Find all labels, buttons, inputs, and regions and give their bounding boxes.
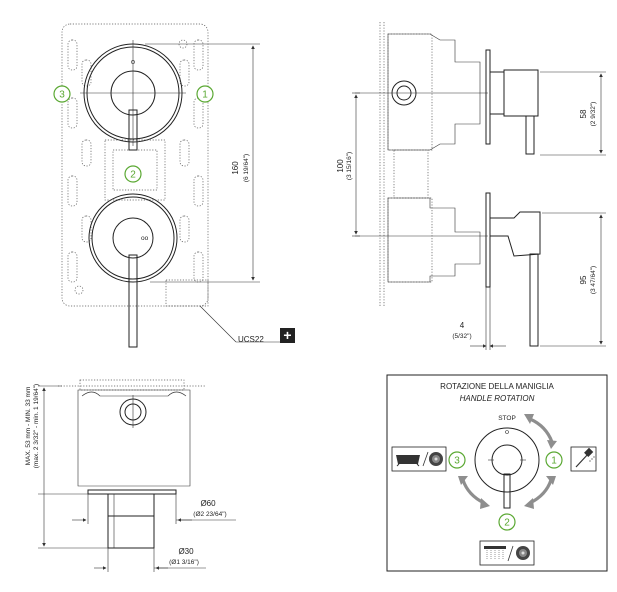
dimension-diam-30: Ø30 (Ø1 3/16") [94, 547, 206, 572]
lower-valve-body [387, 197, 481, 283]
dimension-160: 160 (6 19/64") [145, 43, 260, 283]
front-view: oo 3 2 1 160 (6 19/64") UCS22 [53, 23, 295, 348]
svg-text:58: 58 [579, 109, 588, 118]
rotation-badge-3: 3 [448, 451, 466, 469]
svg-text:MAX. 53 mm - MIN. 33 mm: MAX. 53 mm - MIN. 33 mm [25, 387, 32, 466]
mixer-lever [128, 254, 138, 348]
svg-text:+: + [283, 327, 291, 343]
front-badge-2: 2 [124, 165, 142, 183]
bathtub-icon [396, 455, 420, 467]
svg-text:3: 3 [454, 456, 460, 467]
svg-text:(Ø2 23/64"): (Ø2 23/64") [193, 511, 226, 518]
rotation-box-frame [386, 374, 608, 572]
valve-body-outline [104, 139, 166, 201]
lower-lever [529, 253, 539, 347]
svg-text:Ø30: Ø30 [178, 547, 194, 556]
valve-body-top [77, 389, 191, 487]
svg-text:1: 1 [551, 456, 557, 467]
mixer-knob [112, 217, 154, 259]
svg-text:3: 3 [59, 90, 65, 101]
rotation-badge-2: 2 [498, 513, 516, 531]
rotation-lever [503, 473, 511, 509]
cover-plate-edge [87, 489, 177, 495]
upper-handle [503, 69, 539, 117]
shower-outlet-icon-box [479, 540, 535, 566]
diverter-lever [128, 109, 138, 151]
plus-icon [280, 328, 295, 343]
dimension-100: 100 (3 15/16") [336, 92, 360, 237]
upper-lever [525, 115, 535, 155]
dimension-58: 58 (2 9/32") [540, 71, 606, 156]
rotation-badge-1: 1 [545, 451, 563, 469]
svg-text:100: 100 [336, 159, 345, 173]
aerator-icon [429, 452, 443, 466]
shower-head-icon [484, 546, 506, 560]
rotation-arrow-top-right [524, 414, 557, 449]
hand-shower-icon-box [570, 446, 597, 472]
svg-text:95: 95 [579, 275, 588, 284]
svg-text:2: 2 [130, 170, 136, 181]
front-badge-3: 3 [53, 85, 71, 103]
bath-outlet-icon-box [391, 446, 447, 472]
svg-text:oo: oo [141, 235, 149, 242]
svg-text:(5/32"): (5/32") [452, 333, 471, 340]
rotation-arrow-bottom-right [524, 476, 556, 509]
svg-text:(6 19/64"): (6 19/64") [243, 154, 250, 182]
ucs22-callout: UCS22 + [199, 305, 295, 344]
svg-text:4: 4 [460, 321, 465, 330]
lower-handle [489, 211, 541, 257]
frame-slots-left [67, 39, 92, 283]
rotation-plate [474, 427, 540, 493]
top-view: MAX. 53 mm - MIN. 33 mm (max. 2 3/32" - … [25, 379, 236, 572]
svg-text:(3 47/64"): (3 47/64") [590, 266, 597, 294]
mixer-plate [88, 193, 178, 283]
svg-text:160: 160 [231, 161, 240, 175]
lower-cover-plate [485, 192, 491, 288]
rotation-arrow-bottom-left [458, 476, 490, 509]
stop-label: STOP [498, 415, 516, 422]
svg-text:1: 1 [202, 90, 208, 101]
svg-text:(max. 2 3/32" - min. 1 19/64"): (max. 2 3/32" - min. 1 19/64") [33, 384, 40, 468]
upper-cover-plate [485, 49, 491, 145]
side-view: 100 (3 15/16") 58 (2 9/32") 95 (3 47/64"… [336, 22, 606, 350]
handle-stem [107, 515, 155, 549]
handle-rotation-panel: ROTAZIONE DELLA MANIGLIA HANDLE ROTATION… [386, 374, 608, 572]
svg-text:UCS22: UCS22 [238, 335, 264, 344]
dimension-diam-60: Ø60 (Ø2 23/64") [72, 494, 236, 524]
svg-text:(Ø1 3/16"): (Ø1 3/16") [169, 559, 199, 566]
hand-shower-icon [575, 447, 595, 468]
rotation-subtitle: HANDLE ROTATION [460, 394, 535, 403]
svg-text:2: 2 [504, 518, 510, 529]
depth-dimension: MAX. 53 mm - MIN. 33 mm (max. 2 3/32" - … [25, 384, 108, 549]
mounting-frame [61, 23, 209, 307]
svg-text:(3 15/16"): (3 15/16") [346, 152, 353, 180]
svg-text:Ø60: Ø60 [200, 499, 216, 508]
upper-valve-body [387, 33, 481, 151]
frame-slots-right [179, 39, 204, 283]
rotation-title: ROTAZIONE DELLA MANIGLIA [440, 382, 554, 391]
front-badge-1: 1 [196, 85, 214, 103]
aerator-icon-2 [516, 546, 530, 560]
dimension-95: 95 (3 47/64") [540, 212, 606, 347]
svg-text:(2 9/32"): (2 9/32") [590, 102, 597, 127]
dimension-4: 4 (5/32") [452, 287, 506, 350]
